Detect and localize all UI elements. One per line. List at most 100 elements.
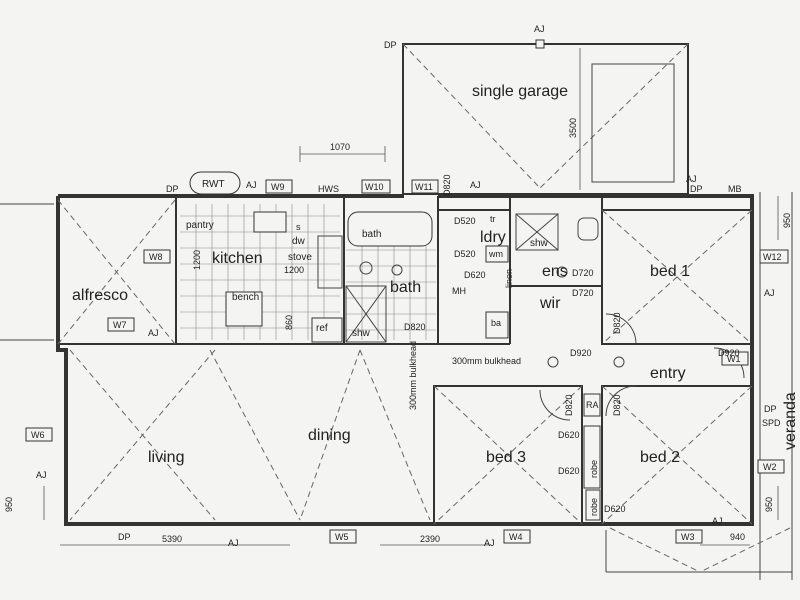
room-label-entry: entry <box>650 365 686 382</box>
label-bulkhead-left: 300mm bulkhead <box>408 341 418 410</box>
window-label-w11: W11 <box>415 182 433 192</box>
door-label-d520-a: D520 <box>454 216 476 226</box>
room-label-dining: dining <box>308 427 351 444</box>
room-label-wm: wm <box>488 249 503 259</box>
door-label-d820-bed1: D820 <box>612 312 622 334</box>
door-label-d620-b: D620 <box>558 466 580 476</box>
window-label-w3: W3 <box>681 532 695 542</box>
dimension-label-1070: 1070 <box>330 142 350 152</box>
door-label-d520-b: D520 <box>454 249 476 259</box>
room-label-kitchen: kitchen <box>212 250 263 267</box>
window-label-w10: W10 <box>365 182 384 192</box>
label-aj-bottom-right: AJ <box>712 516 723 526</box>
label-aj-ldry: AJ <box>470 180 481 190</box>
room-label-bed3: bed 3 <box>486 449 526 466</box>
dimension-label-1200-b: 1200 <box>284 265 304 275</box>
living-dining-area <box>69 349 431 521</box>
label-dp-garage: DP <box>384 40 397 50</box>
label-mb: MB <box>728 184 742 194</box>
label-dp-bottom: DP <box>118 532 131 542</box>
room-label-bench: bench <box>232 292 259 303</box>
label-rwt: RWT <box>202 179 225 190</box>
room-label-tr: tr <box>490 214 496 224</box>
room-label-bath: bath <box>390 279 421 296</box>
door-label-d620-a: D620 <box>558 430 580 440</box>
room-label-alfresco: alfresco <box>72 287 128 304</box>
room-label-bath-tub: bath <box>362 229 381 240</box>
dimension-label-940: 940 <box>730 532 745 542</box>
window-label-w6: W6 <box>31 430 45 440</box>
window-label-w2: W2 <box>763 462 777 472</box>
door-label-d920-a: D920 <box>570 348 592 358</box>
door-label-d820-bed2: D820 <box>612 394 622 416</box>
room-label-single-garage: single garage <box>472 83 568 100</box>
room-label-robe-1: robe <box>589 460 599 478</box>
dimension-label-950-right-bottom: 950 <box>764 497 774 512</box>
dimension-label-950-right: 950 <box>782 213 792 228</box>
dimension-label-950-left: 950 <box>4 497 14 512</box>
bed3-area <box>433 385 601 525</box>
label-dp-garage-right: DP <box>690 184 703 194</box>
room-label-stove: stove <box>288 252 312 263</box>
room-label-robe-2: robe <box>589 498 599 516</box>
dimension-label-3500: 3500 <box>568 118 578 138</box>
alfresco-area <box>0 199 176 345</box>
label-aj-top: AJ <box>534 24 545 34</box>
window-label-w12: W12 <box>763 252 782 262</box>
label-spd: SPD <box>762 418 781 428</box>
label-aj-right: AJ <box>764 288 775 298</box>
label-aj-bottom-mid: AJ <box>484 538 495 548</box>
room-label-ra: RA <box>586 400 599 410</box>
label-hws: HWS <box>318 184 339 194</box>
bath-tiles <box>343 196 439 344</box>
window-label-w7: W7 <box>113 320 127 330</box>
room-label-ref: ref <box>316 323 328 334</box>
label-aj-bottom-left: AJ <box>228 538 239 548</box>
room-label-dw: dw <box>292 236 306 247</box>
label-aj-alfresco: AJ <box>148 328 159 338</box>
window-label-w4: W4 <box>509 532 523 542</box>
dimension-label-5390: 5390 <box>162 534 182 544</box>
label-dp-right: DP <box>764 404 777 414</box>
kitchen-tiles <box>180 204 343 343</box>
dimension-lines <box>43 146 779 546</box>
rwt-tank-shape <box>189 171 241 195</box>
door-label-d820-ldry: D820 <box>442 174 452 196</box>
door-label-d820-bath: D820 <box>404 322 426 332</box>
room-label-bed2: bed 2 <box>640 449 680 466</box>
window-labels: W1 W2 W3 W4 W5 W6 W7 W8 W9 W10 W11 W12 <box>25 179 789 544</box>
garage <box>402 39 689 195</box>
window-label-w8: W8 <box>149 252 163 262</box>
room-label-veranda: veranda <box>782 392 799 450</box>
room-label-mh: MH <box>452 286 466 296</box>
label-aj-left: AJ <box>36 470 47 480</box>
label-aj-kitchen: AJ <box>246 180 257 190</box>
room-label-ba: ba <box>491 318 501 328</box>
door-label-d620-ldry: D620 <box>464 270 486 280</box>
room-label-linen: linen <box>504 269 514 288</box>
room-label-s: s <box>296 222 301 232</box>
label-bulkhead-right: 300mm bulkhead <box>452 356 521 366</box>
room-label-living: living <box>148 449 184 466</box>
door-label-d920-b: D920 <box>718 348 740 358</box>
window-label-w5: W5 <box>335 532 349 542</box>
door-label-d820-bed3: D820 <box>564 394 574 416</box>
door-label-d620-c: D620 <box>604 504 626 514</box>
room-label-ens: ens <box>542 263 568 280</box>
dimension-label-860: 860 <box>284 315 294 330</box>
dimension-label-1200-a: 1200 <box>192 250 202 270</box>
door-label-d720-b: D720 <box>572 288 594 298</box>
bed2-area <box>585 385 753 525</box>
room-label-shw-bath: shw <box>352 328 371 339</box>
label-aj-garage-right: AJ <box>686 174 697 184</box>
window-label-w1: W1 <box>727 354 741 364</box>
room-label-pantry: pantry <box>186 220 214 231</box>
label-dp-left: DP <box>166 184 179 194</box>
room-label-wir: wir <box>539 295 561 312</box>
room-label-ldry: ldry <box>480 229 506 246</box>
room-label-bed1: bed 1 <box>650 263 690 280</box>
window-label-w9: W9 <box>271 182 285 192</box>
room-label-shw-ens: shw <box>530 238 549 249</box>
door-label-d720-a: D720 <box>572 268 594 278</box>
